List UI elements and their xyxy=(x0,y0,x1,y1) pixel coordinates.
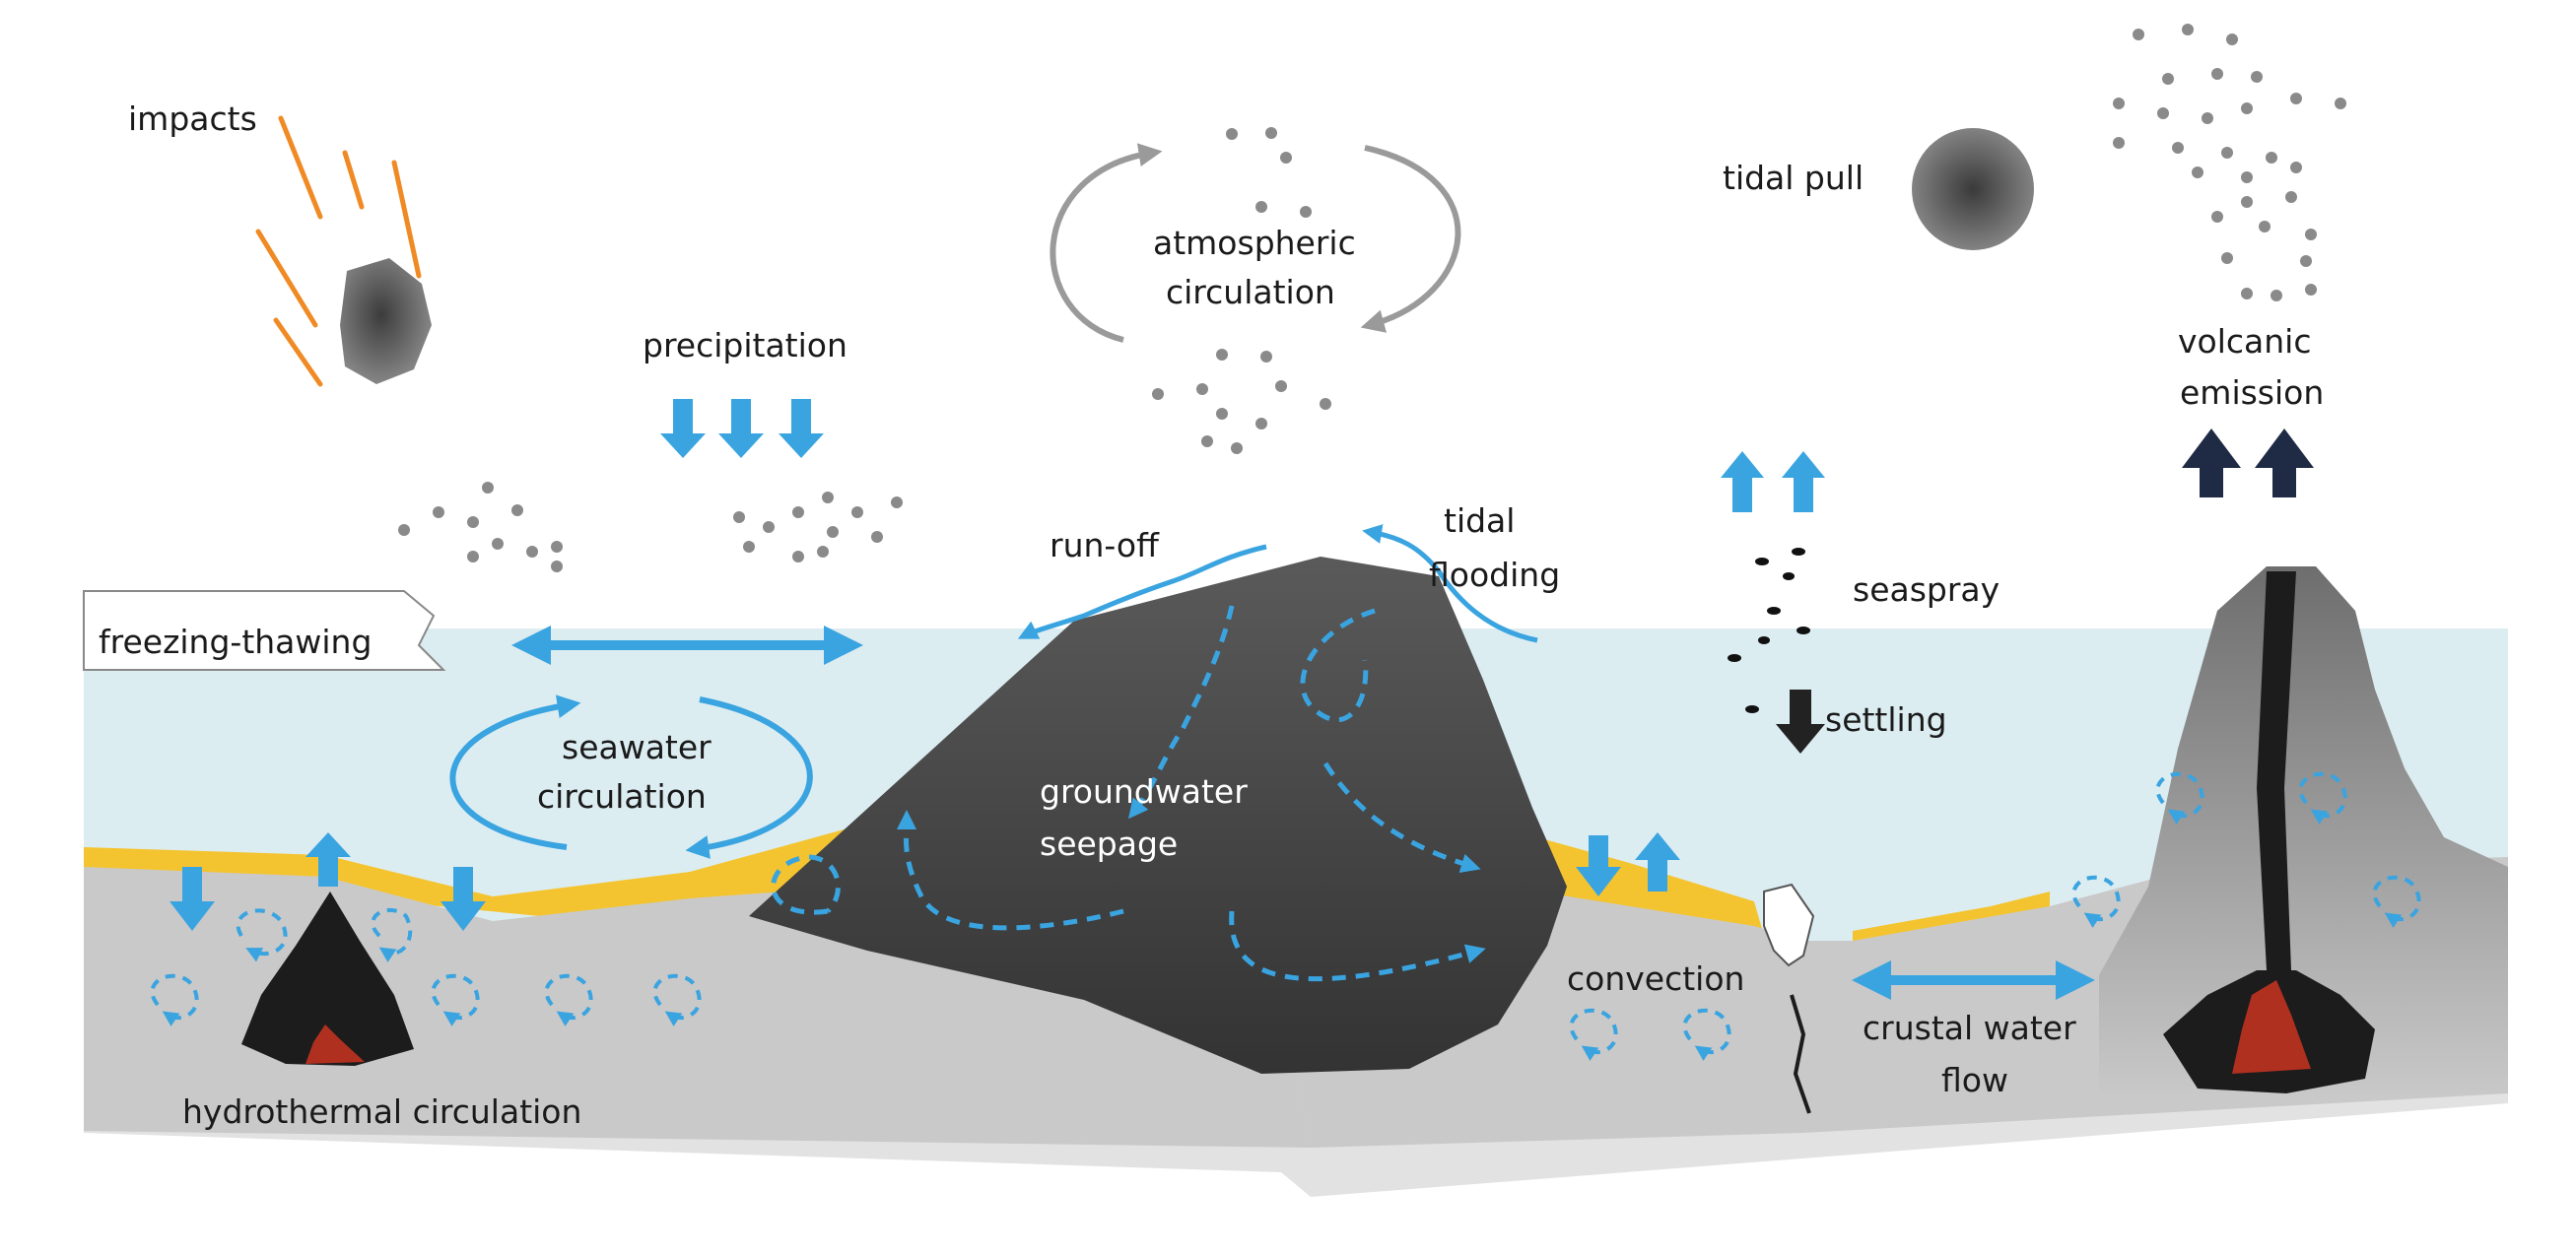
volcanic-emission-arrows xyxy=(2182,429,2314,497)
label-convection: convection xyxy=(1567,959,1744,998)
central-landmass xyxy=(749,557,1567,1074)
convection-loops xyxy=(150,771,2421,1061)
fault-crack xyxy=(1790,994,1811,1114)
hydrothermal-vent xyxy=(241,892,414,1066)
label-groundwater: groundwater xyxy=(1040,772,1248,811)
label-seawater-circulation: circulation xyxy=(537,777,707,816)
seaspray-up-arrows xyxy=(1721,451,1825,512)
tidal-flooding-arrow xyxy=(1362,524,1538,643)
label-atmospheric-circulation: circulation xyxy=(1166,273,1335,311)
label-settling: settling xyxy=(1825,700,1947,739)
label-seawater: seawater xyxy=(562,728,712,766)
moon xyxy=(1912,128,2034,250)
label-hydrothermal-circulation: hydrothermal circulation xyxy=(182,1092,581,1131)
label-crustal-water: crustal water xyxy=(1863,1009,2076,1047)
vent-lava xyxy=(305,1024,365,1064)
label-crustal-flow: flow xyxy=(1941,1061,2008,1099)
runoff-arrow xyxy=(1017,544,1267,639)
label-run-off: run-off xyxy=(1050,526,1160,564)
label-tidal: tidal xyxy=(1444,501,1515,540)
coastal-rock xyxy=(1763,883,1815,967)
seawater-arrow-left xyxy=(449,694,581,850)
meteor xyxy=(340,258,432,384)
dust-particles xyxy=(398,24,2346,572)
magma-lava xyxy=(2232,980,2311,1074)
label-atmospheric: atmospheric xyxy=(1153,224,1356,262)
impact-streaks xyxy=(255,115,422,387)
settling-arrow xyxy=(1776,690,1825,754)
label-flooding: flooding xyxy=(1429,556,1560,594)
label-volcanic: volcanic xyxy=(2178,322,2311,361)
seaspray-droplets xyxy=(1728,548,1810,713)
label-tidal-pull: tidal pull xyxy=(1723,159,1864,197)
label-precipitation: precipitation xyxy=(643,326,847,364)
volcano-conduit xyxy=(2257,571,2296,970)
label-impacts: impacts xyxy=(128,99,257,138)
label-emission: emission xyxy=(2180,373,2324,412)
label-seaspray: seaspray xyxy=(1853,570,2000,609)
atmospheric-arrow-right xyxy=(1360,145,1461,333)
atmospheric-arrow-left xyxy=(1050,143,1163,343)
precipitation-arrows xyxy=(660,399,824,458)
groundwater-flows xyxy=(771,605,1486,982)
hydrothermal-arrows xyxy=(169,832,1680,931)
label-freezing-thawing: freezing-thawing xyxy=(99,623,372,661)
seawater-arrow-right xyxy=(685,696,813,859)
ice-shelf xyxy=(83,590,446,671)
volcano xyxy=(2099,566,2508,1093)
label-seepage: seepage xyxy=(1040,825,1178,863)
